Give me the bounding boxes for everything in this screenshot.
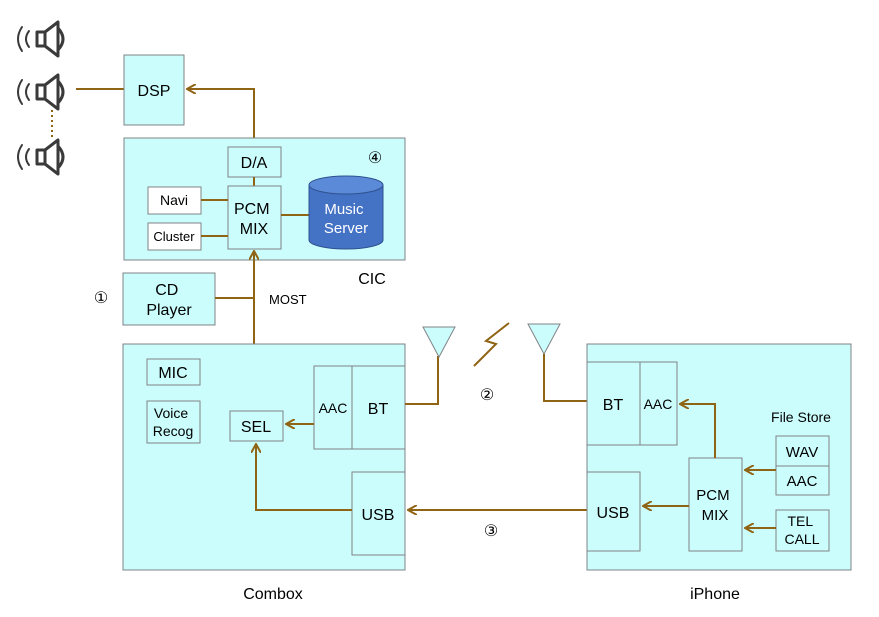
pcm-mix-cic-label: PCM MIX <box>234 201 274 238</box>
da-box <box>227 146 282 178</box>
sel-box <box>229 410 284 442</box>
voice-recog-box <box>146 400 201 444</box>
da-label: D/A <box>241 155 268 172</box>
tel-call-box <box>775 509 830 552</box>
cluster-label: Cluster <box>153 229 195 244</box>
cd-player-box <box>122 272 216 326</box>
pcm-mix-cic-box <box>227 185 282 250</box>
wire-bt-antenna-combox <box>405 356 439 405</box>
arrow-pcm-to-aac <box>681 404 716 458</box>
antenna-icon <box>527 323 561 356</box>
bt-iphone-box <box>586 361 641 446</box>
aac-combox-box <box>313 365 353 450</box>
bt-combox-box <box>351 365 406 450</box>
antenna-icon <box>422 326 456 359</box>
sel-label: SEL <box>241 419 271 436</box>
pcm-mix-iphone-label: PCM MIX <box>696 487 734 524</box>
usb-iphone-box <box>586 471 641 552</box>
wav-label: WAV <box>786 444 819 461</box>
most-label: MOST <box>269 292 307 307</box>
aac-file-box <box>775 465 830 496</box>
circle-2-label: ② <box>480 387 494 404</box>
usb-iphone-label: USB <box>597 505 630 522</box>
usb-combox-box <box>351 471 406 556</box>
mic-label: MIC <box>158 365 187 382</box>
speaker-icon <box>17 73 65 111</box>
mic-box <box>146 358 201 386</box>
usb-combox-label: USB <box>362 507 395 524</box>
circle-4-label: ④ <box>368 150 382 167</box>
database-cylinder-icon <box>308 175 384 250</box>
dsp-box <box>123 54 185 126</box>
cd-player-label: CD Player <box>146 282 192 319</box>
speaker-icon <box>17 138 65 176</box>
wireless-zigzag-icon <box>473 322 510 367</box>
aac-combox-label: AAC <box>319 400 348 416</box>
voice-recog-label: Voice Recog <box>153 405 193 439</box>
navi-label: Navi <box>160 192 188 208</box>
arrow-da-to-dsp <box>188 89 255 148</box>
pcm-mix-iphone-box <box>688 457 743 552</box>
circle-3-label: ③ <box>484 523 498 540</box>
combox-label: Combox <box>243 586 303 603</box>
wav-box <box>775 435 830 467</box>
wire-bt-antenna-iphone <box>543 354 587 402</box>
music-server-label: Music Server <box>324 201 368 237</box>
aac-iphone-box <box>639 361 678 446</box>
iphone-label: iPhone <box>690 586 740 603</box>
aac-iphone-label: AAC <box>644 396 673 412</box>
dsp-label: DSP <box>138 83 171 100</box>
bt-iphone-label: BT <box>603 397 624 414</box>
speaker-icon <box>17 20 65 58</box>
cic-label: CIC <box>358 271 386 288</box>
circle-1-label: ① <box>94 290 108 307</box>
navi-box <box>147 186 202 215</box>
tel-call-label: TEL CALL <box>784 513 819 547</box>
bt-combox-label: BT <box>368 401 389 418</box>
file-store-label: File Store <box>771 409 831 425</box>
arrow-usb-to-sel <box>256 445 352 511</box>
aac-file-label: AAC <box>787 473 818 490</box>
